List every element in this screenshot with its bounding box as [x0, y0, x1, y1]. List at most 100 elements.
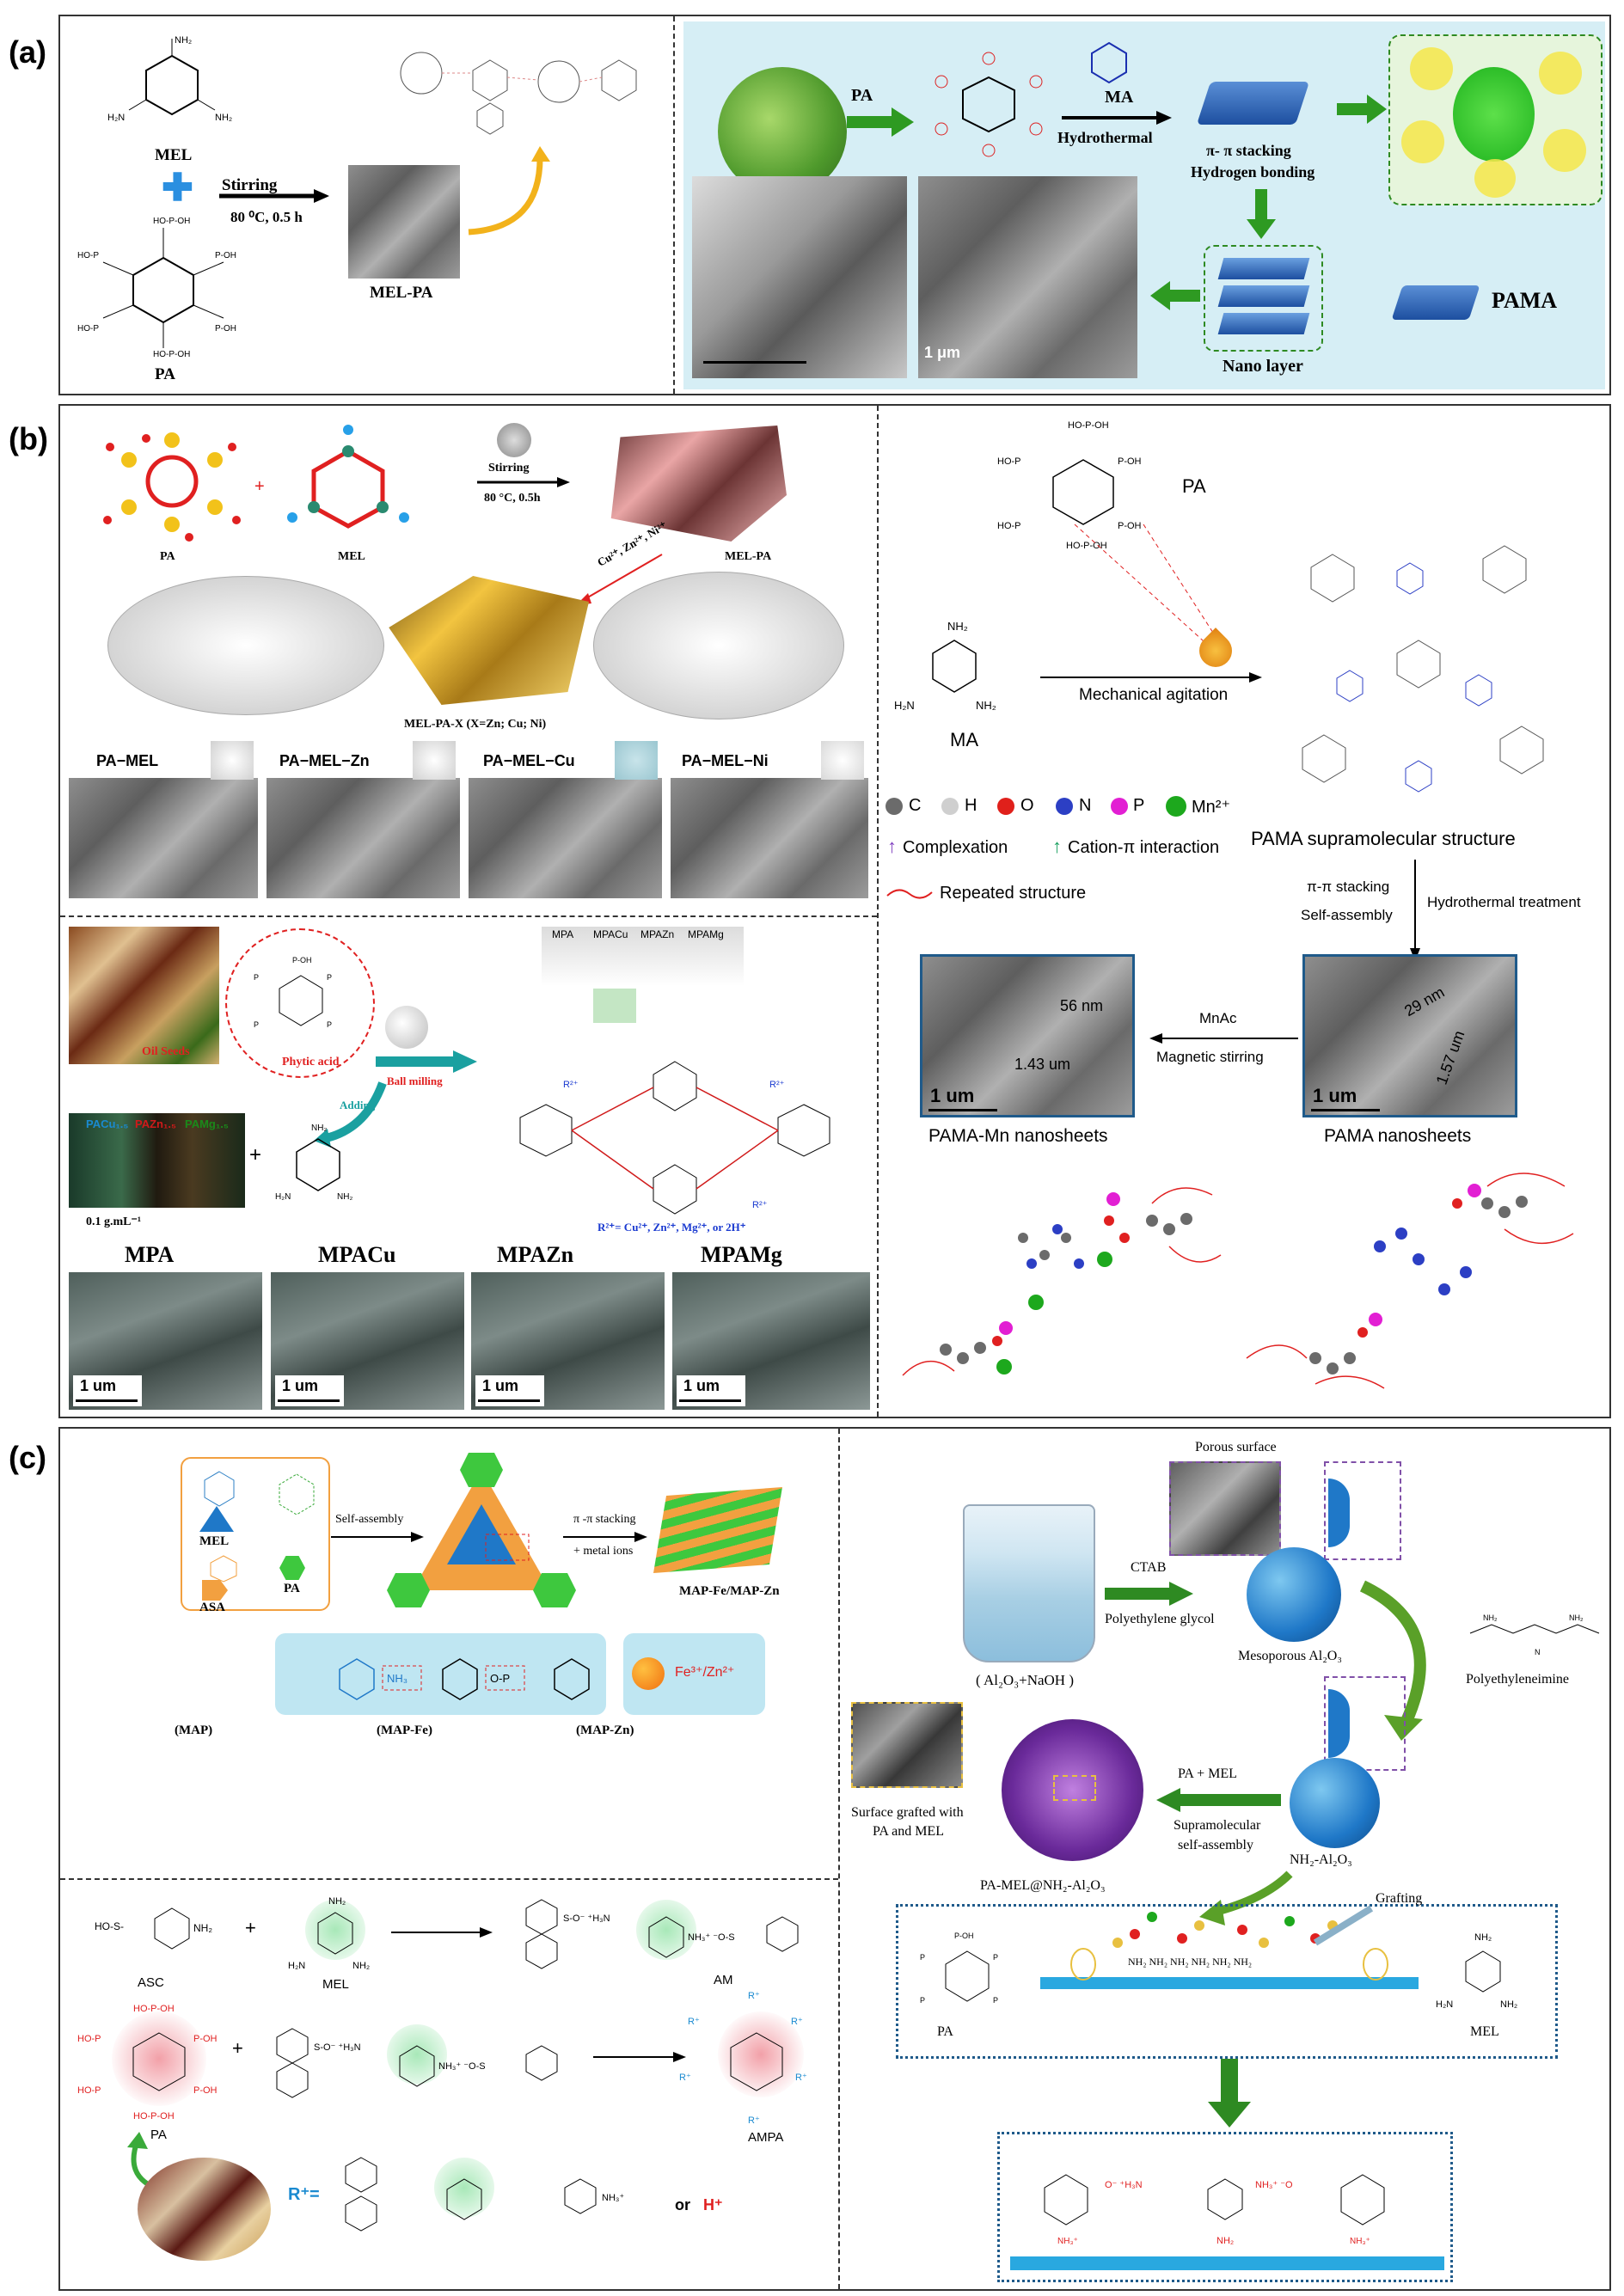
stacking-label: π- π stacking	[1206, 142, 1291, 159]
agitation-arrow	[1040, 672, 1262, 683]
svg-text:S-O⁻ ⁺H₃N: S-O⁻ ⁺H₃N	[314, 2042, 361, 2053]
legend-atom-4	[1056, 798, 1073, 815]
supra-label: Supramolecular	[1174, 1818, 1261, 1833]
final-box	[997, 2132, 1453, 2282]
stirring-conditions: 80 ⁰C, 0.5 h	[230, 209, 303, 225]
cation-pi-arrow-icon: ↑	[1052, 836, 1062, 857]
nh2-sphere	[1290, 1758, 1380, 1848]
adding-arrow	[314, 1081, 387, 1148]
sem-label-c2: (MAP-Fe)	[377, 1724, 432, 1737]
am-glow	[636, 1900, 696, 1960]
svg-text:HO-P-OH: HO-P-OH	[153, 350, 190, 359]
scale-b8: 1 um	[683, 1377, 720, 1394]
svg-text:N: N	[1535, 1648, 1541, 1656]
svg-text:P: P	[327, 1020, 332, 1029]
vial-label-2: PAZn₁.₅	[135, 1117, 176, 1130]
panel-c-hdivider	[60, 1878, 838, 1880]
ma-arrow-label: MA	[1105, 88, 1134, 107]
map-product-label: MAP-Fe/MAP-Zn	[679, 1584, 780, 1598]
oil-seeds-photo	[69, 927, 219, 1064]
svg-text:HO-P: HO-P	[77, 2085, 101, 2096]
panel-c-divider	[838, 1429, 840, 2289]
complex-node-4	[1543, 129, 1586, 172]
svg-text:R⁺: R⁺	[791, 2017, 803, 2027]
supramolecular-label: PAMA supramolecular structure	[1251, 828, 1516, 849]
asc-label: ASC	[138, 1975, 164, 1990]
mel-pa-label-b: MEL-PA	[725, 550, 772, 563]
ma-label-b: MA	[950, 729, 978, 750]
svg-text:NH₂: NH₂	[352, 1961, 370, 1971]
sem-label-b4: PA−MEL−Ni	[682, 752, 769, 769]
legend-atom-label-5: P	[1133, 796, 1145, 815]
nh2-group-labels: NH₂ NH₂ NH₂ NH₂ NH₂ NH₂	[1128, 1956, 1253, 1968]
panel-b-label: (b)	[9, 421, 48, 456]
complex-node-5	[1474, 159, 1516, 198]
sem-label-b3: PA−MEL−Cu	[483, 752, 575, 769]
pa-structure-a2	[935, 52, 1043, 157]
panel-b-hdivider	[60, 915, 877, 917]
sem-label-b6: MPACu	[318, 1242, 396, 1267]
green-arrow-2	[1337, 95, 1387, 124]
pa-ballstick	[103, 432, 241, 542]
svg-text:HO-P-OH: HO-P-OH	[133, 2111, 175, 2122]
grafted-label-2: PA and MEL	[873, 1824, 944, 1839]
panel-c-label: (c)	[9, 1440, 46, 1475]
amine-glow	[387, 2024, 447, 2085]
svg-text:NH₃⁺: NH₃⁺	[1057, 2237, 1078, 2246]
r-structure: NH₃⁺	[345, 2157, 624, 2232]
tube-label-4: MPAMg	[688, 928, 724, 940]
panel-a-divider	[673, 16, 675, 394]
legend-atom-label-2: H	[965, 796, 977, 815]
mn-nanosheets-label: PAMA-Mn nanosheets	[928, 1126, 1108, 1146]
interaction-box-left	[275, 1633, 606, 1715]
grafted-label-1: Surface grafted with	[851, 1805, 964, 1820]
scale-b10: 1 um	[1313, 1085, 1357, 1106]
scalebar-b6	[278, 1399, 340, 1402]
mel-pa-x-label: MEL-PA-X (X=Zn; Cu; Ni)	[404, 718, 547, 731]
repeated-icon	[886, 889, 933, 899]
svg-text:NH₃⁺: NH₃⁺	[602, 2193, 624, 2203]
svg-text:O⁻ ⁺H₃N: O⁻ ⁺H₃N	[1105, 2180, 1143, 2190]
svg-text:S-O⁻ ⁺H₃N: S-O⁻ ⁺H₃N	[563, 1913, 610, 1924]
ampa-structure: R⁺R⁺R⁺R⁺R⁺R⁺	[679, 1991, 807, 2126]
d1-label: 56 nm	[1060, 997, 1104, 1014]
plus-c2: +	[232, 2037, 243, 2059]
substrate-bar-1	[1040, 1977, 1419, 1989]
phytic-label: Phytic acid	[282, 1056, 340, 1068]
grafting-label: Grafting	[1376, 1891, 1423, 1906]
svg-text:NH₃: NH₃	[387, 1672, 408, 1685]
sem-label-b8: MPAMg	[701, 1242, 782, 1267]
beans-photo	[138, 2158, 271, 2261]
svg-text:HO-P-OH: HO-P-OH	[1068, 420, 1109, 431]
peas-photo	[718, 67, 847, 196]
ball-milling-label: Ball milling	[387, 1075, 443, 1087]
ctab-label: CTAB	[1131, 1560, 1167, 1575]
green-arrow-left	[1150, 281, 1200, 310]
pa-label-b2: PA	[1182, 475, 1206, 497]
svg-text:R⁺: R⁺	[688, 2017, 700, 2027]
ampa-label: AMPA	[748, 2130, 784, 2145]
svg-text:HO-S-: HO-S-	[95, 1920, 124, 1932]
svg-text:P-OH: P-OH	[215, 251, 236, 260]
complex-node-3	[1401, 120, 1444, 163]
product-label: PA-MEL@NH₂-Al₂O₃	[980, 1878, 1106, 1893]
sem-label-b2: PA−MEL−Zn	[279, 752, 370, 769]
svg-text:NH₂: NH₂	[1474, 1932, 1492, 1943]
rdef-glow	[434, 2158, 494, 2218]
svg-text:P-OH: P-OH	[1118, 521, 1142, 531]
peg-label: Polyethylene glycol	[1105, 1612, 1215, 1626]
asa-label: ASA	[199, 1601, 226, 1614]
svg-text:NH₂: NH₂	[1500, 1999, 1517, 2010]
ampa-glow	[718, 2011, 804, 2097]
pa-mel-label: PA + MEL	[1178, 1766, 1237, 1781]
pa-label-c3: PA	[937, 2024, 953, 2039]
scalebar-b9	[928, 1109, 997, 1111]
stirring-arrow	[219, 189, 329, 203]
svg-text:P: P	[993, 1953, 998, 1962]
or-label: or	[675, 2196, 690, 2213]
